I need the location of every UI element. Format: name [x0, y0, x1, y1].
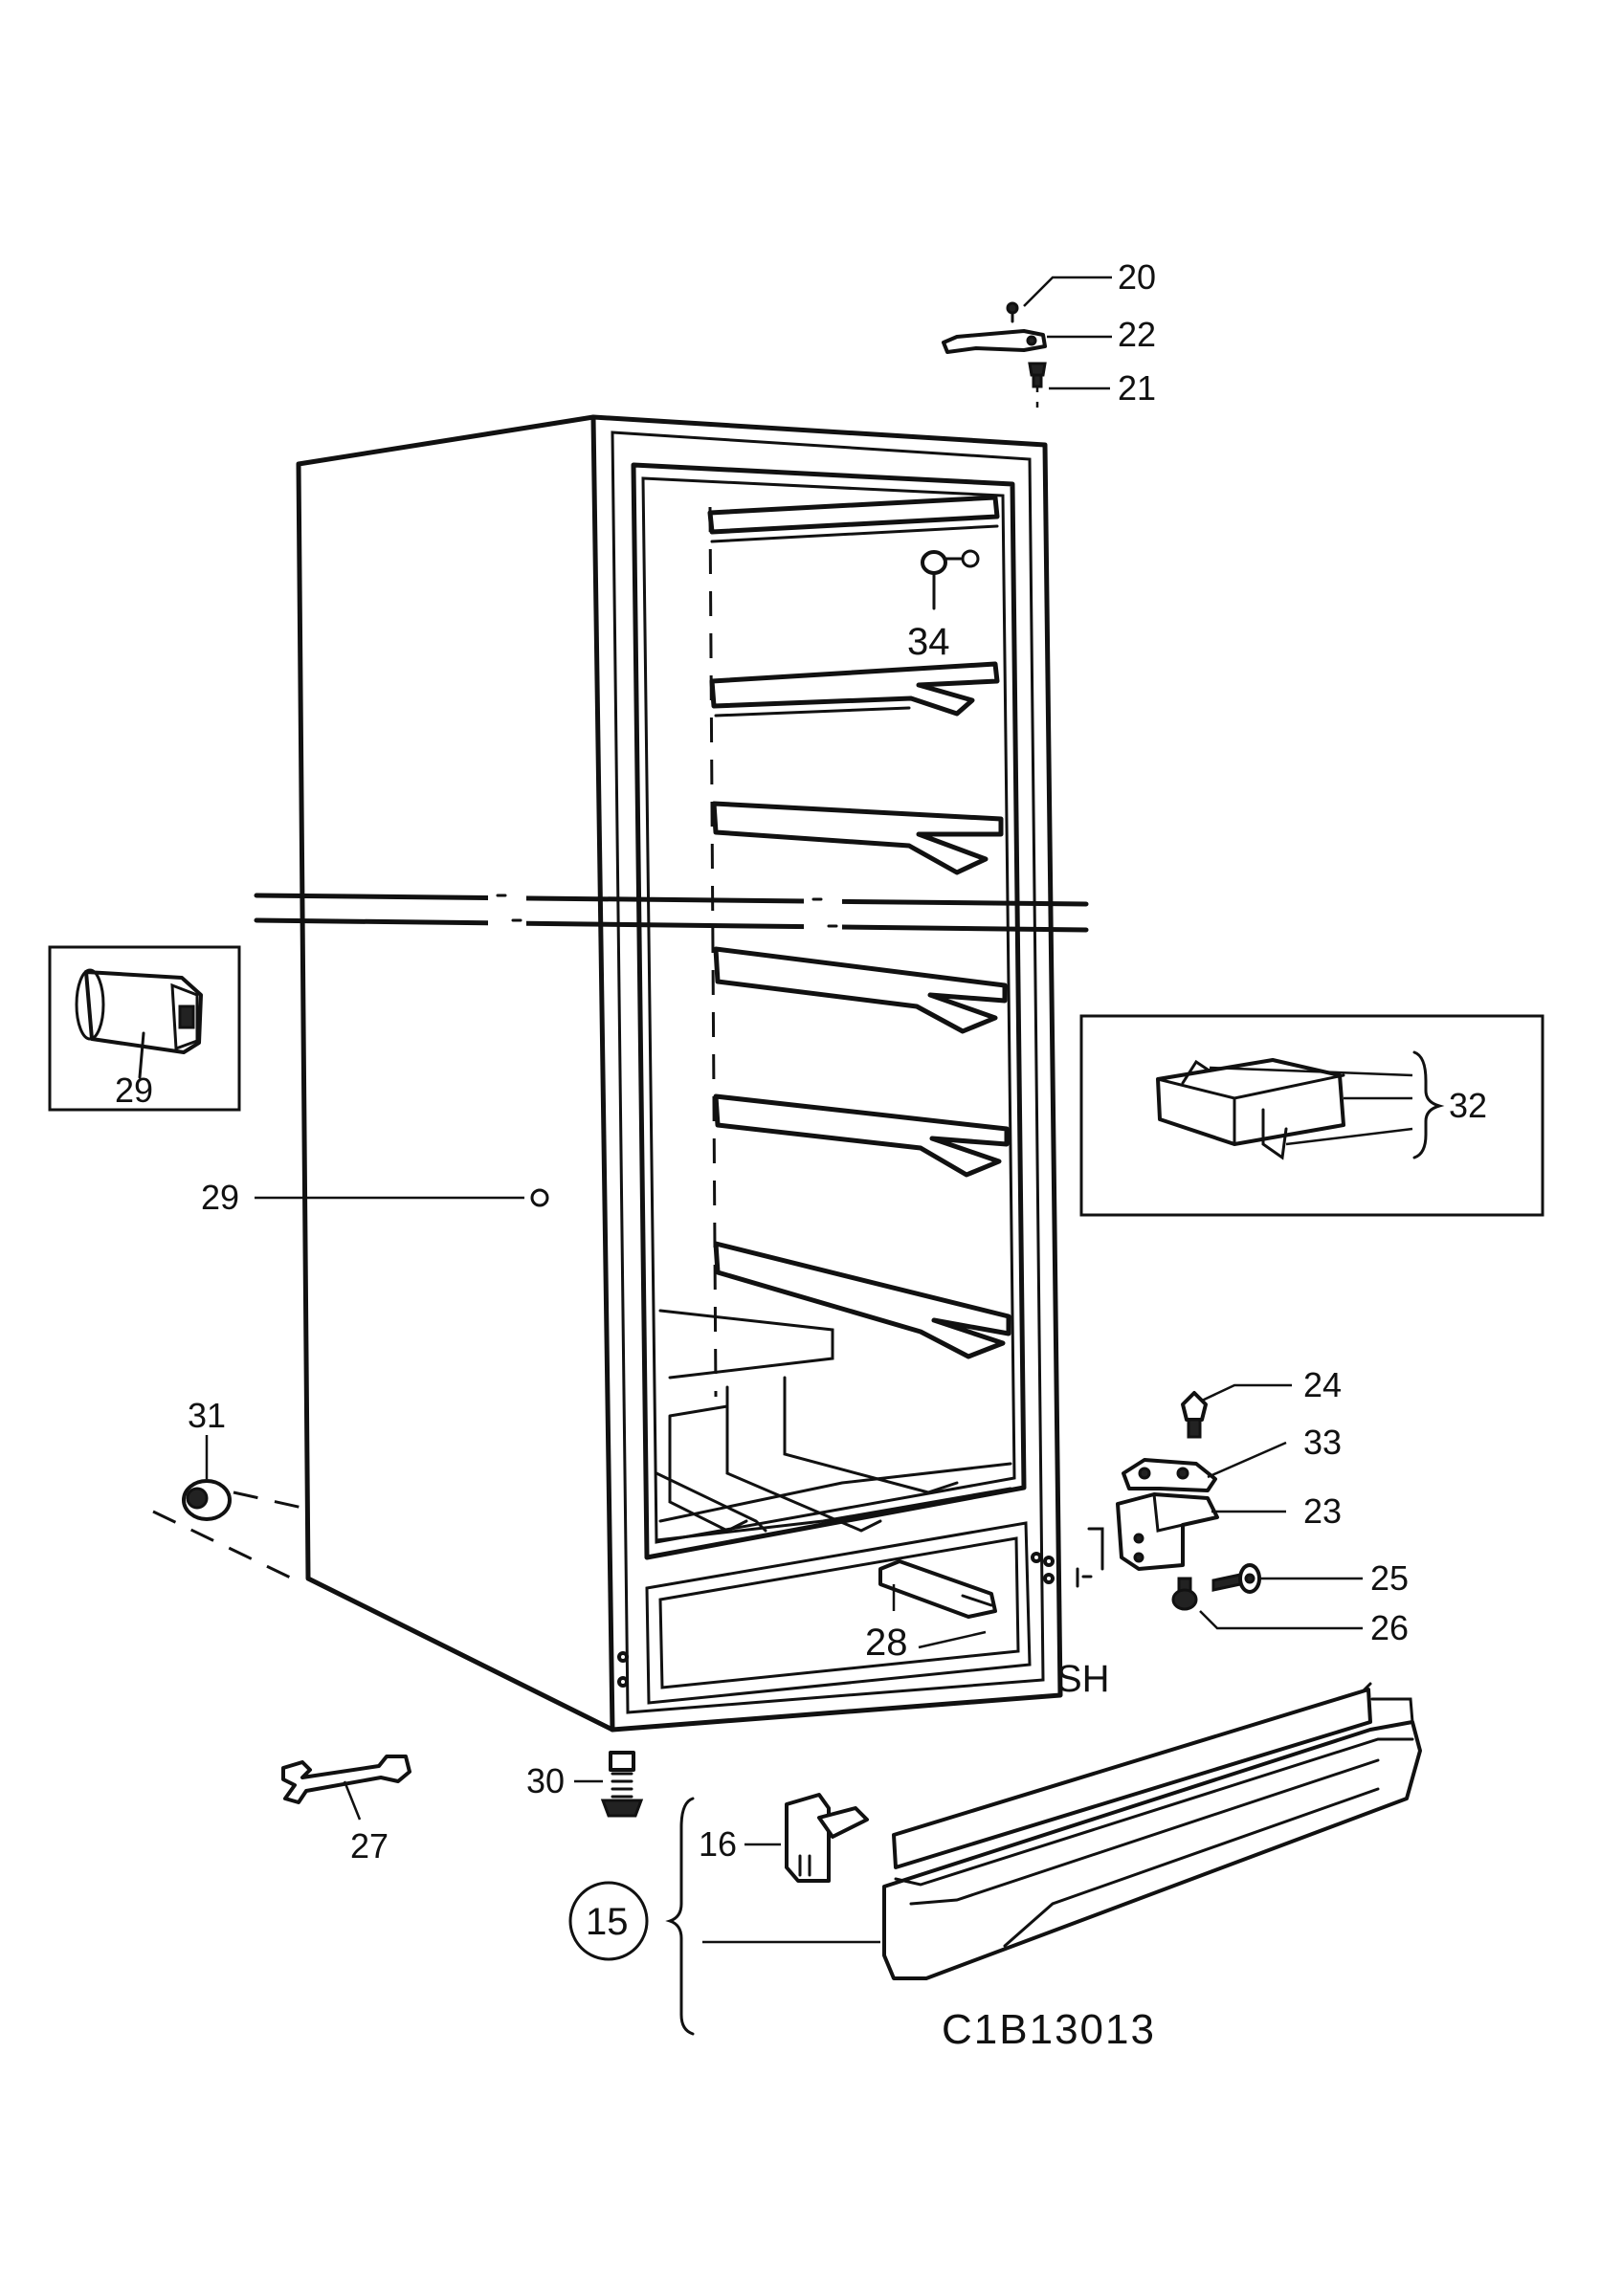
sh-mark: SH	[1056, 1658, 1110, 1700]
part-27-spanner	[281, 1755, 411, 1821]
label-33: 33	[1303, 1423, 1342, 1462]
label-30: 30	[526, 1761, 565, 1800]
label-25: 25	[1370, 1558, 1409, 1598]
label-29: 29	[201, 1178, 239, 1217]
part-29-detail-box	[48, 945, 241, 1112]
part-29-location	[255, 1188, 549, 1207]
part-15-reference-circle	[568, 1881, 649, 1961]
break-line	[254, 890, 1089, 934]
part-32-detail-box	[1079, 1014, 1544, 1217]
label-32: 32	[1449, 1086, 1487, 1125]
shelf-rails	[655, 495, 1012, 1542]
label-29-detail: 29	[115, 1071, 153, 1110]
label-16: 16	[699, 1824, 737, 1864]
part-15-door-shelf	[665, 1682, 1422, 2036]
part-34-cover-cap	[921, 549, 980, 610]
drawing-code: C1B13013	[942, 2006, 1156, 2053]
part-28	[878, 1559, 997, 1649]
label-31: 31	[188, 1396, 226, 1435]
part-30-leveling-foot	[574, 1751, 644, 1818]
label-26: 26	[1370, 1608, 1409, 1647]
refrigerator-cabinet	[296, 414, 1063, 1733]
label-24: 24	[1303, 1365, 1342, 1404]
label-23: 23	[1303, 1491, 1342, 1531]
label-21: 21	[1118, 368, 1156, 408]
part-16-clip	[744, 1793, 869, 1883]
top-hinge-assembly	[942, 276, 1112, 417]
label-28: 28	[865, 1622, 908, 1664]
label-34: 34	[907, 621, 950, 663]
label-20: 20	[1118, 257, 1156, 297]
label-22: 22	[1118, 315, 1156, 354]
label-15: 15	[586, 1901, 629, 1943]
part-31-foot	[152, 1435, 305, 1586]
bottom-hinge-assembly	[1076, 1383, 1363, 1630]
label-27: 27	[350, 1826, 389, 1866]
